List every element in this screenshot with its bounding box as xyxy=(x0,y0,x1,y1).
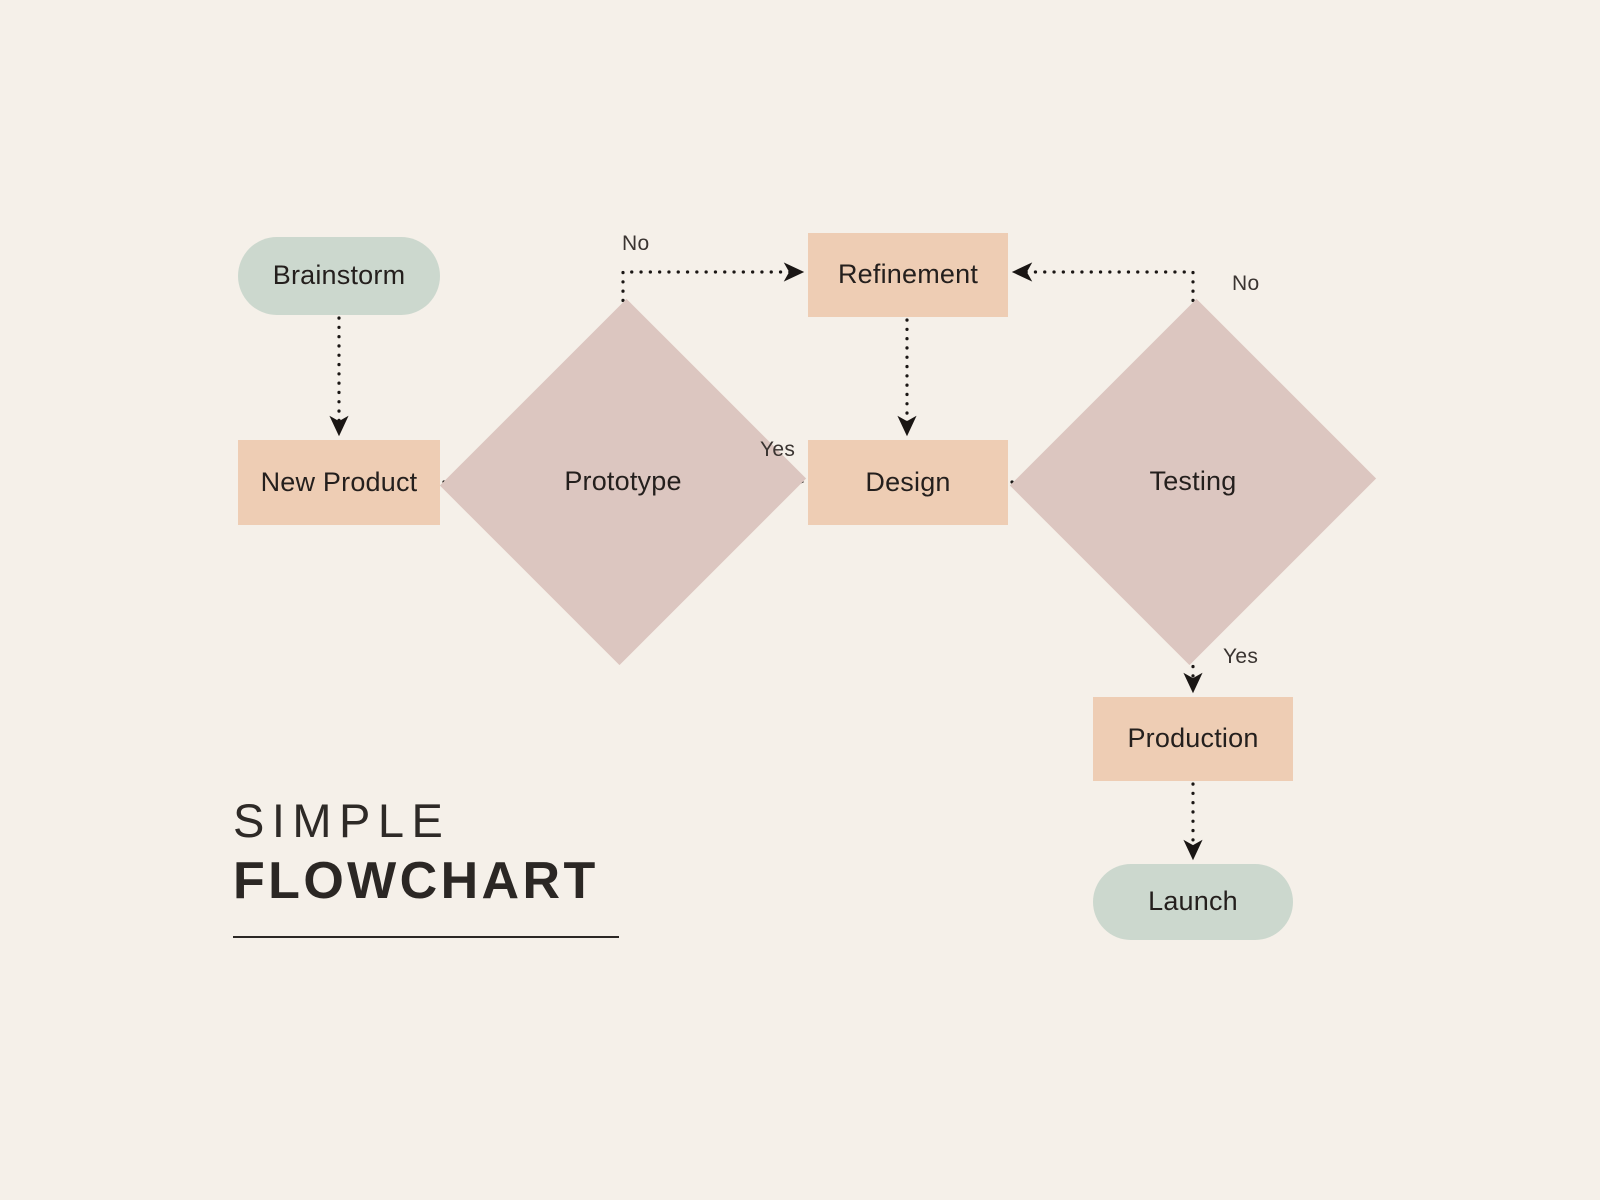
node-testing[interactable]: Testing xyxy=(1009,298,1377,666)
node-launch-label: Launch xyxy=(1148,886,1238,917)
node-launch[interactable]: Launch xyxy=(1093,864,1293,940)
node-design-label: Design xyxy=(865,466,951,497)
node-testing-label: Testing xyxy=(1149,466,1237,497)
page-title-line2: FLOWCHART xyxy=(233,851,599,910)
edge-label-no-testing: No xyxy=(1232,272,1260,295)
page-title-line1: SIMPLE xyxy=(233,794,451,847)
edge-label-yes-prototype: Yes xyxy=(760,438,796,461)
node-refinement-label: Refinement xyxy=(837,259,979,290)
node-brainstorm-label: Brainstorm xyxy=(272,260,406,291)
node-refinement[interactable]: Refinement xyxy=(808,233,1008,317)
node-new-product-label: New Product xyxy=(260,466,418,497)
title-block: SIMPLE FLOWCHART xyxy=(233,794,703,938)
node-brainstorm[interactable]: Brainstorm xyxy=(238,237,440,315)
node-new-product[interactable]: New Product xyxy=(238,440,440,525)
node-production[interactable]: Production xyxy=(1093,697,1293,781)
title-divider xyxy=(233,935,619,938)
node-design[interactable]: Design xyxy=(808,440,1008,525)
node-prototype-label: Prototype xyxy=(564,466,682,497)
node-production-label: Production xyxy=(1127,723,1259,754)
node-prototype[interactable]: Prototype xyxy=(439,298,807,666)
edge-label-yes-testing: Yes xyxy=(1223,645,1259,668)
edge-label-no-prototype: No xyxy=(622,232,650,255)
